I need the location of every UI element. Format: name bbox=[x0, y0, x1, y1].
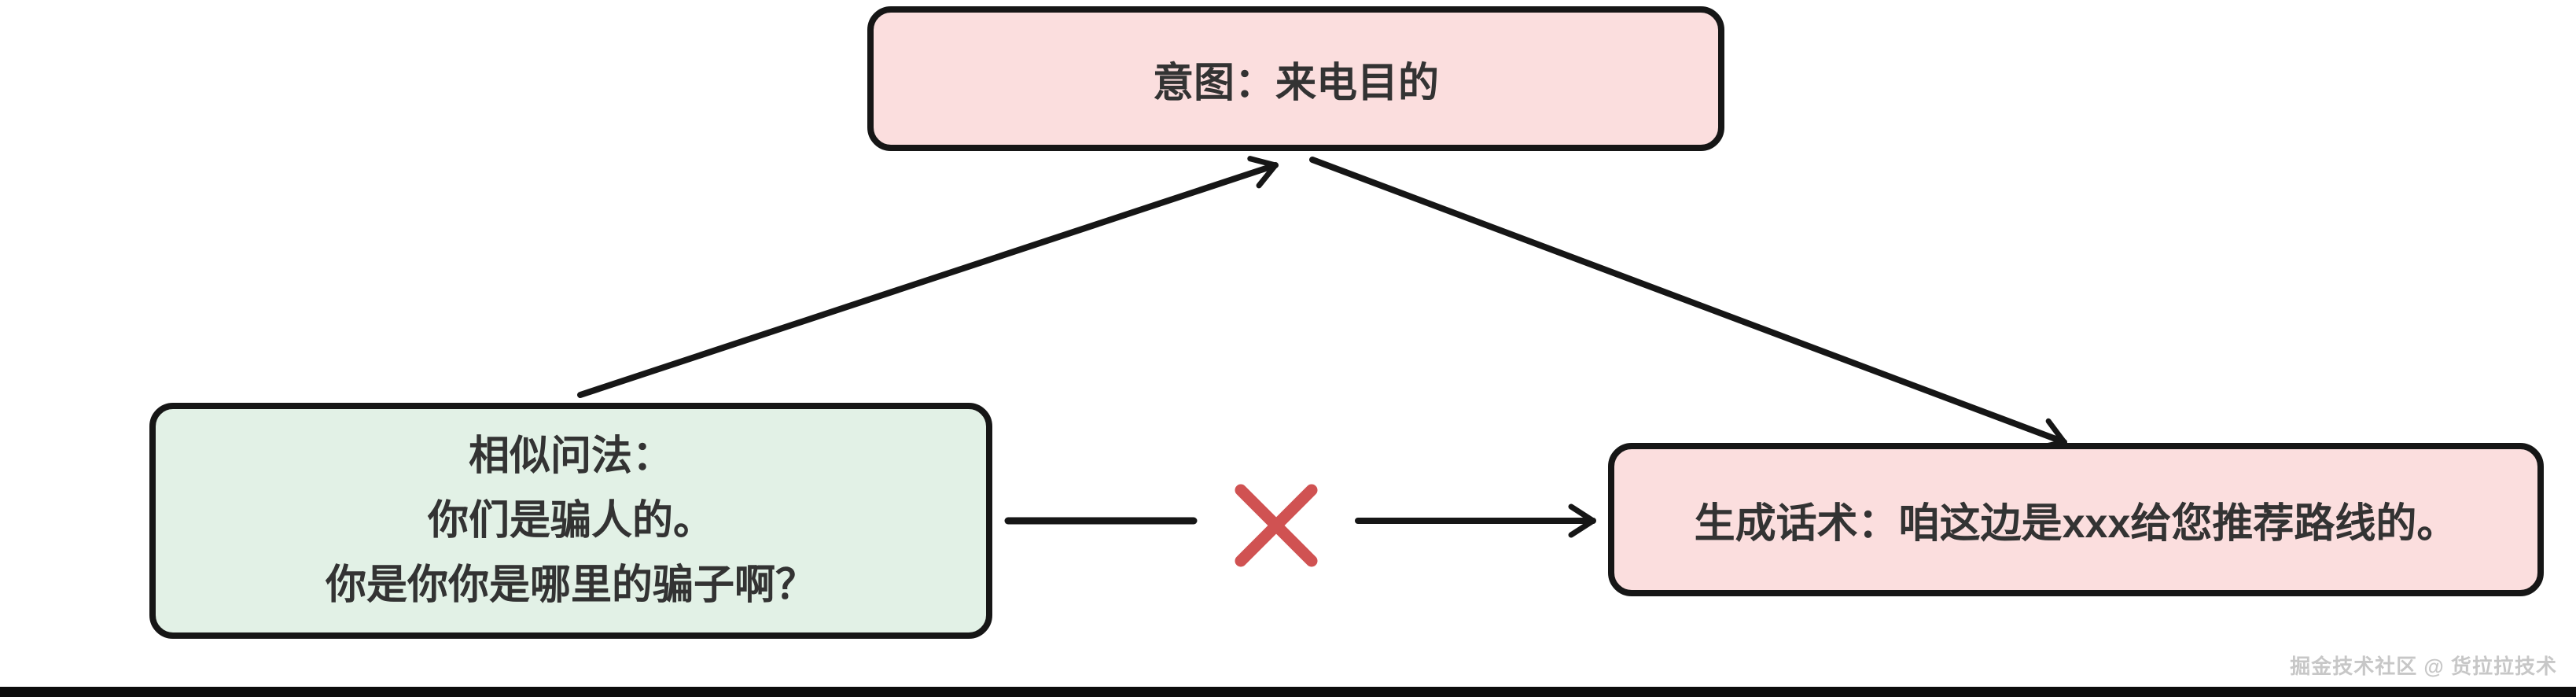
edge-intent-to-script bbox=[1309, 157, 2067, 451]
node-intent-label: 意图：来电目的 bbox=[1152, 60, 1439, 106]
node-generated-script-label: 生成话术：咱这边是xxx给您推荐路线的。 bbox=[1694, 501, 2458, 547]
reject-x-mark bbox=[1235, 484, 1318, 567]
node-similar-line-1: 相似问法： bbox=[468, 433, 673, 479]
node-similar-questions: 相似问法： 你们是骗人的。 你是你你是哪里的骗子啊？ bbox=[149, 403, 992, 639]
edge-similar-to-intent bbox=[577, 156, 1279, 398]
node-generated-script: 生成话术：咱这边是xxx给您推荐路线的。 bbox=[1608, 443, 2544, 596]
node-similar-line-2: 你们是骗人的。 bbox=[427, 498, 714, 544]
watermark-text: 掘金技术社区 @ 货拉拉技术 bbox=[2290, 655, 2557, 678]
bottom-bar bbox=[0, 687, 2576, 697]
node-similar-line-3: 你是你你是哪里的骗子啊？ bbox=[325, 562, 816, 608]
node-intent: 意图：来电目的 bbox=[867, 6, 1724, 151]
